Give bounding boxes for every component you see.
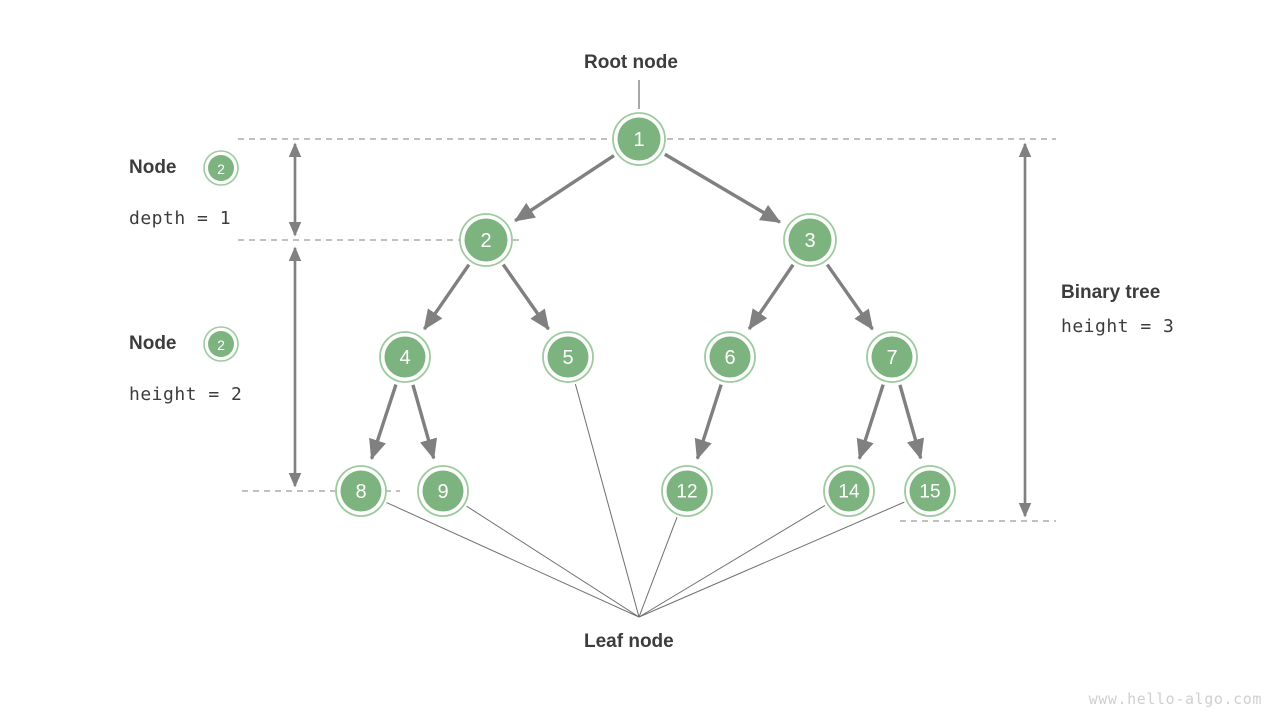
node-height-metric: height = 2 [129, 384, 243, 405]
edge-n1-n2 [514, 154, 615, 223]
node-depth-badge-value: 2 [217, 161, 225, 177]
node-depth-badge-disc [208, 155, 234, 181]
edge-n2-n5 [501, 263, 550, 331]
edge-n4-n9 [411, 384, 438, 460]
leaf-line-n12 [638, 516, 678, 618]
leaf-line-n9 [466, 505, 640, 618]
edge-n1-n3 [663, 152, 782, 224]
edge-n3-n6 [747, 263, 795, 331]
edge-n7-n14 [856, 384, 885, 460]
tree-node-4[interactable]: 4 [379, 331, 431, 383]
leaf-line-n5 [574, 383, 640, 618]
node-height-badge-value: 2 [217, 337, 225, 353]
binary-tree-metric: height = 3 [1061, 316, 1175, 337]
node-disc-9 [422, 470, 464, 512]
node-value-2: 2 [480, 230, 491, 252]
node-value-15: 15 [919, 482, 940, 503]
node-height-title: Node [129, 333, 177, 354]
tree-node-8[interactable]: 8 [335, 465, 387, 517]
node-disc-15 [909, 470, 951, 512]
leaf-line-n14 [638, 504, 826, 618]
tree-node-9[interactable]: 9 [417, 465, 469, 517]
node-disc-5 [547, 336, 589, 378]
node-depth-metric: depth = 1 [129, 208, 232, 229]
tree-node-5[interactable]: 5 [542, 331, 594, 383]
edge-n2-n4 [422, 263, 471, 331]
tree-edges [369, 152, 925, 460]
tree-node-7[interactable]: 7 [866, 331, 918, 383]
node-disc-4 [384, 336, 426, 378]
tree-node-12[interactable]: 12 [661, 465, 713, 517]
node-value-6: 6 [724, 347, 735, 369]
edge-n6-n12 [694, 384, 723, 460]
node-value-7: 7 [886, 347, 897, 369]
tree-node-3[interactable]: 3 [783, 213, 837, 267]
node-value-9: 9 [437, 481, 448, 503]
edge-n7-n15 [898, 384, 925, 460]
root-node-label: Root node [584, 52, 678, 73]
node-disc-7 [871, 336, 913, 378]
node-disc-3 [788, 218, 832, 262]
node-disc-12 [666, 470, 708, 512]
node-disc-2 [464, 218, 508, 262]
node-height-badge: 2 [203, 326, 239, 362]
node-value-14: 14 [838, 482, 860, 503]
binary-tree-title: Binary tree [1061, 282, 1161, 303]
node-value-1: 1 [633, 129, 644, 151]
guide-dash-lines [238, 138, 1056, 522]
tree-node-6[interactable]: 6 [704, 331, 756, 383]
node-disc-8 [340, 470, 382, 512]
node-disc-1 [617, 117, 661, 161]
leaf-pointer-lines [386, 383, 905, 618]
node-depth-title: Node [129, 157, 177, 178]
node-value-12: 12 [676, 482, 697, 503]
measure-arrows [288, 142, 1032, 518]
node-value-4: 4 [399, 347, 410, 369]
site-watermark: www.hello-algo.com [1088, 690, 1262, 708]
node-height-badge-disc [208, 331, 234, 357]
node-value-8: 8 [355, 481, 366, 503]
leaf-node-label: Leaf node [584, 631, 674, 652]
node-depth-badge: 2 [203, 150, 239, 186]
node-disc-6 [709, 336, 751, 378]
node-value-5: 5 [562, 347, 573, 369]
tree-node-14[interactable]: 14 [823, 465, 875, 517]
node-disc-14 [828, 470, 870, 512]
leaf-line-n15 [638, 501, 905, 618]
tree-node-2[interactable]: 2 [459, 213, 513, 267]
leaf-line-n8 [386, 502, 640, 618]
inline-node-badges: 22 [203, 150, 239, 362]
node-value-3: 3 [804, 230, 815, 252]
edge-n3-n7 [825, 263, 874, 331]
tree-node-1[interactable]: 1 [612, 112, 666, 166]
tree-node-15[interactable]: 15 [904, 465, 956, 517]
edge-n4-n8 [369, 384, 398, 460]
